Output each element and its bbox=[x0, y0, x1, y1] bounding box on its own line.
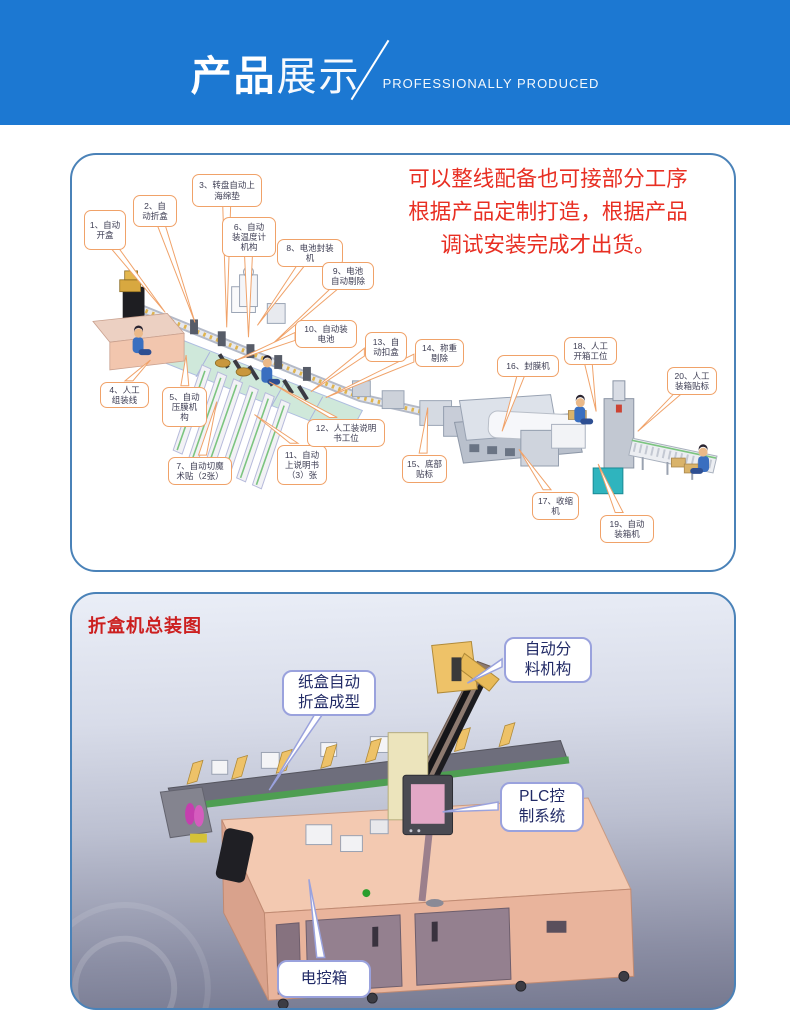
callout-leader-line bbox=[123, 359, 151, 382]
callout-leader-line bbox=[269, 381, 338, 418]
worker-figure bbox=[574, 394, 594, 425]
box-folding-machine-panel: 折盒机总装图 bbox=[70, 592, 736, 1010]
customization-note: 可以整线配备也可接部分工序 根据产品定制打造，根据产品 调试安装完成才出货。 bbox=[367, 163, 729, 262]
callout-leader-line bbox=[222, 205, 232, 328]
callout-leader-line bbox=[583, 361, 597, 412]
note-line: 可以整线配备也可接部分工序 bbox=[408, 167, 688, 191]
machine-illustration bbox=[72, 640, 635, 1008]
sponge-pad-station bbox=[214, 353, 309, 401]
plc-screen bbox=[402, 774, 454, 907]
callout-leader-line bbox=[310, 347, 365, 393]
production-line-illustration bbox=[92, 205, 718, 514]
note-line: 调试安装完成才出货。 bbox=[440, 233, 656, 257]
callout-leader-line bbox=[308, 879, 326, 959]
title-subtitle: PROFESSIONALLY PRODUCED bbox=[382, 75, 600, 91]
callout-leader-line bbox=[197, 401, 218, 456]
title-cn-light: 展示 bbox=[276, 54, 361, 99]
table-mechanisms bbox=[305, 819, 389, 898]
callout-leader-line bbox=[442, 801, 499, 813]
callout-leader-line bbox=[254, 414, 300, 444]
callout-leader-line bbox=[180, 354, 190, 387]
box-opening-station bbox=[92, 270, 185, 371]
vignette-ring bbox=[72, 935, 178, 1008]
production-line-panel: 可以整线配备也可接部分工序 根据产品定制打造，根据产品 调试安装完成才出货。 bbox=[70, 153, 736, 572]
callout-leader-line bbox=[418, 407, 429, 454]
header-banner: 产品 展示 PROFESSIONALLY PRODUCED bbox=[0, 0, 790, 125]
note-line: 根据产品定制打造，根据产品 bbox=[408, 200, 688, 224]
callout-leader-line bbox=[637, 391, 686, 432]
banner-title: 产品 展示 PROFESSIONALLY PRODUCED bbox=[190, 29, 600, 100]
callout-leader-line bbox=[597, 463, 624, 514]
panel2-title: 折盒机总装图 bbox=[88, 616, 202, 636]
callout-leader-line bbox=[325, 353, 415, 399]
title-cn-bold: 产品 bbox=[190, 52, 277, 99]
vignette-ring bbox=[72, 902, 211, 1008]
folding-conveyor bbox=[159, 722, 570, 883]
callout-leader-line bbox=[466, 657, 503, 684]
callout-leader-line bbox=[156, 224, 196, 323]
callout-leader-line bbox=[518, 448, 553, 491]
